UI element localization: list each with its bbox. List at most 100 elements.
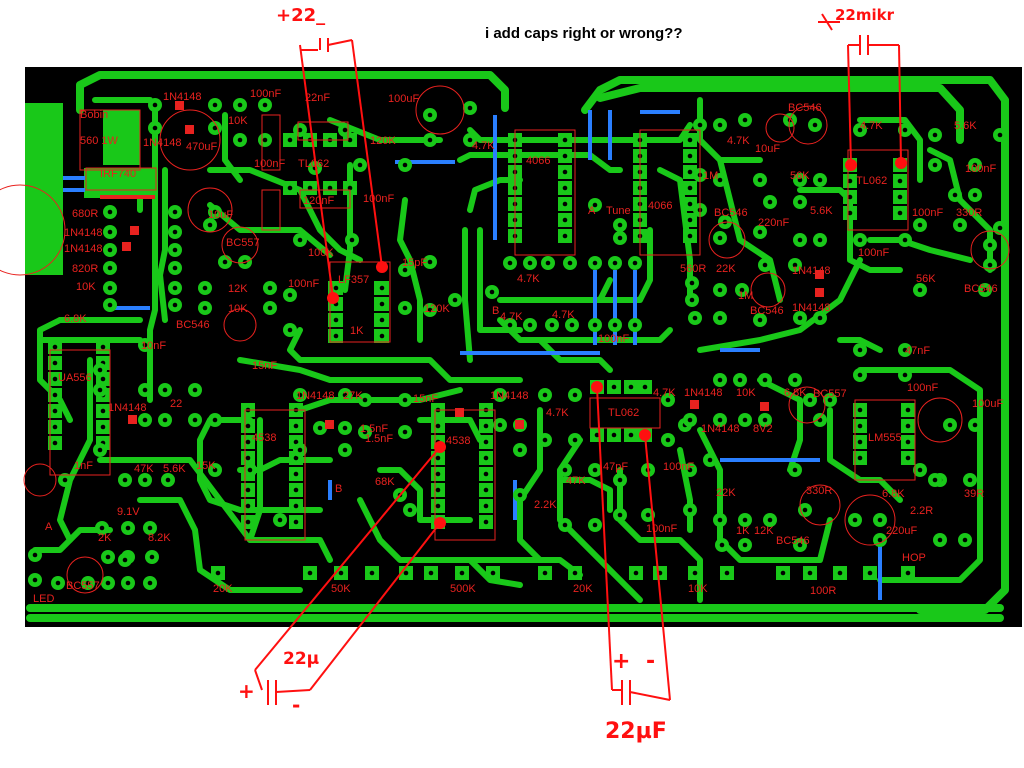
pad-hole [407,507,413,513]
annotation-bottom-left-minus: - [292,693,300,717]
pad-hole [562,185,568,191]
pad-hole [687,233,693,239]
pad-hole [172,285,178,291]
copper-trace [207,167,363,263]
pad-hole [247,467,253,473]
pad-hole [633,570,639,576]
pad-hole [792,377,798,383]
pad-hole [847,178,853,184]
pad-hole [435,487,441,493]
pad-hole [402,429,408,435]
component-label: 22K [716,263,736,275]
pad-hole [245,519,251,525]
pad-hole [245,423,251,429]
pad-hole [632,322,638,328]
pad-hole [435,503,441,509]
component-outline [49,349,111,476]
component-label: 5.6K [954,120,977,132]
pad-hole [215,570,221,576]
pad-hole [237,137,243,143]
component-outline [299,189,351,209]
pad-hole [757,177,763,183]
component-label: 4.7K [472,140,495,152]
pad-hole [987,242,993,248]
pad-hole [202,305,208,311]
component-label: 1N4148 [108,402,147,414]
copper-trace [837,337,883,353]
component-label: 22nF [305,92,330,104]
component-label: 1N4148 [64,243,103,255]
pad-hole [107,265,113,271]
pad-hole [125,580,131,586]
question-title: i add caps right or wrong?? [485,25,683,42]
component-label: TL062 [608,407,639,419]
component-label: 56K [916,273,936,285]
pad-hole [507,260,513,266]
annotation-top-right-cap: 22mikr [835,6,895,24]
component-label: BC546 [750,305,784,317]
annotation-bottom-mid-value: 22µF [605,719,667,744]
pad-hole [817,315,823,321]
pad-hole [342,127,348,133]
pad-hole [427,112,433,118]
copper-trace [467,177,523,213]
pad-hole [562,217,568,223]
copper-trace [297,387,463,413]
pad-hole [52,360,58,366]
pad-hole [99,525,105,531]
pad-hole [245,439,251,445]
pad-hole [967,477,973,483]
component-label: 4.7K [517,273,540,285]
pad-hole [562,153,568,159]
pad-hole [767,199,773,205]
pad-hole [142,387,148,393]
copper-trace [247,417,263,543]
pad-hole [611,384,617,390]
pad-hole [342,425,348,431]
diode-cathode-band [325,420,334,429]
component-label: BC557 [226,237,260,249]
pad-hole [762,262,768,268]
component-label: 10K [228,303,248,315]
pad-hole [972,192,978,198]
pad-hole [905,439,911,445]
pad-hole [267,305,273,311]
annotation-line [299,44,334,299]
pad-hole [697,122,703,128]
component-label: 680R [72,208,98,220]
pad-hole [403,570,409,576]
annotation-bottom-left-plus: + [238,679,255,703]
component-label: 100nF [907,382,938,394]
component-label: 4.7K [727,135,750,147]
irf740-tab [100,195,155,199]
component-label: 560 1W [80,135,119,147]
component-label: 56K [790,170,810,182]
pad-hole [617,222,623,228]
pad-hole [379,301,385,307]
pad-hole [905,570,911,576]
component-label: 47K [566,475,586,487]
pad-hole [937,537,943,543]
component-label: 12K [754,525,774,537]
component-label: 10uF [208,209,233,221]
annotation-bottom-mid-minus: - [646,649,655,674]
pad-hole [287,292,293,298]
pad-hole [572,392,578,398]
pad-hole [342,447,348,453]
component-label: 560R [680,263,706,275]
component-label: 20K [573,583,593,595]
pad-hole [333,285,339,291]
pad-hole [97,367,103,373]
annotation-line [644,434,671,701]
pad-hole [489,289,495,295]
pad-hole [262,137,268,143]
diode-cathode-band [175,101,184,110]
pad-hole [932,477,938,483]
pad-hole [287,185,293,191]
component-label: 10uF [755,143,780,155]
component-label: 4.7K [860,120,883,132]
component-outline [434,409,496,541]
copper-pad-irf740 [84,168,154,198]
pad-hole [379,333,385,339]
component-label: 120nF [303,195,334,207]
